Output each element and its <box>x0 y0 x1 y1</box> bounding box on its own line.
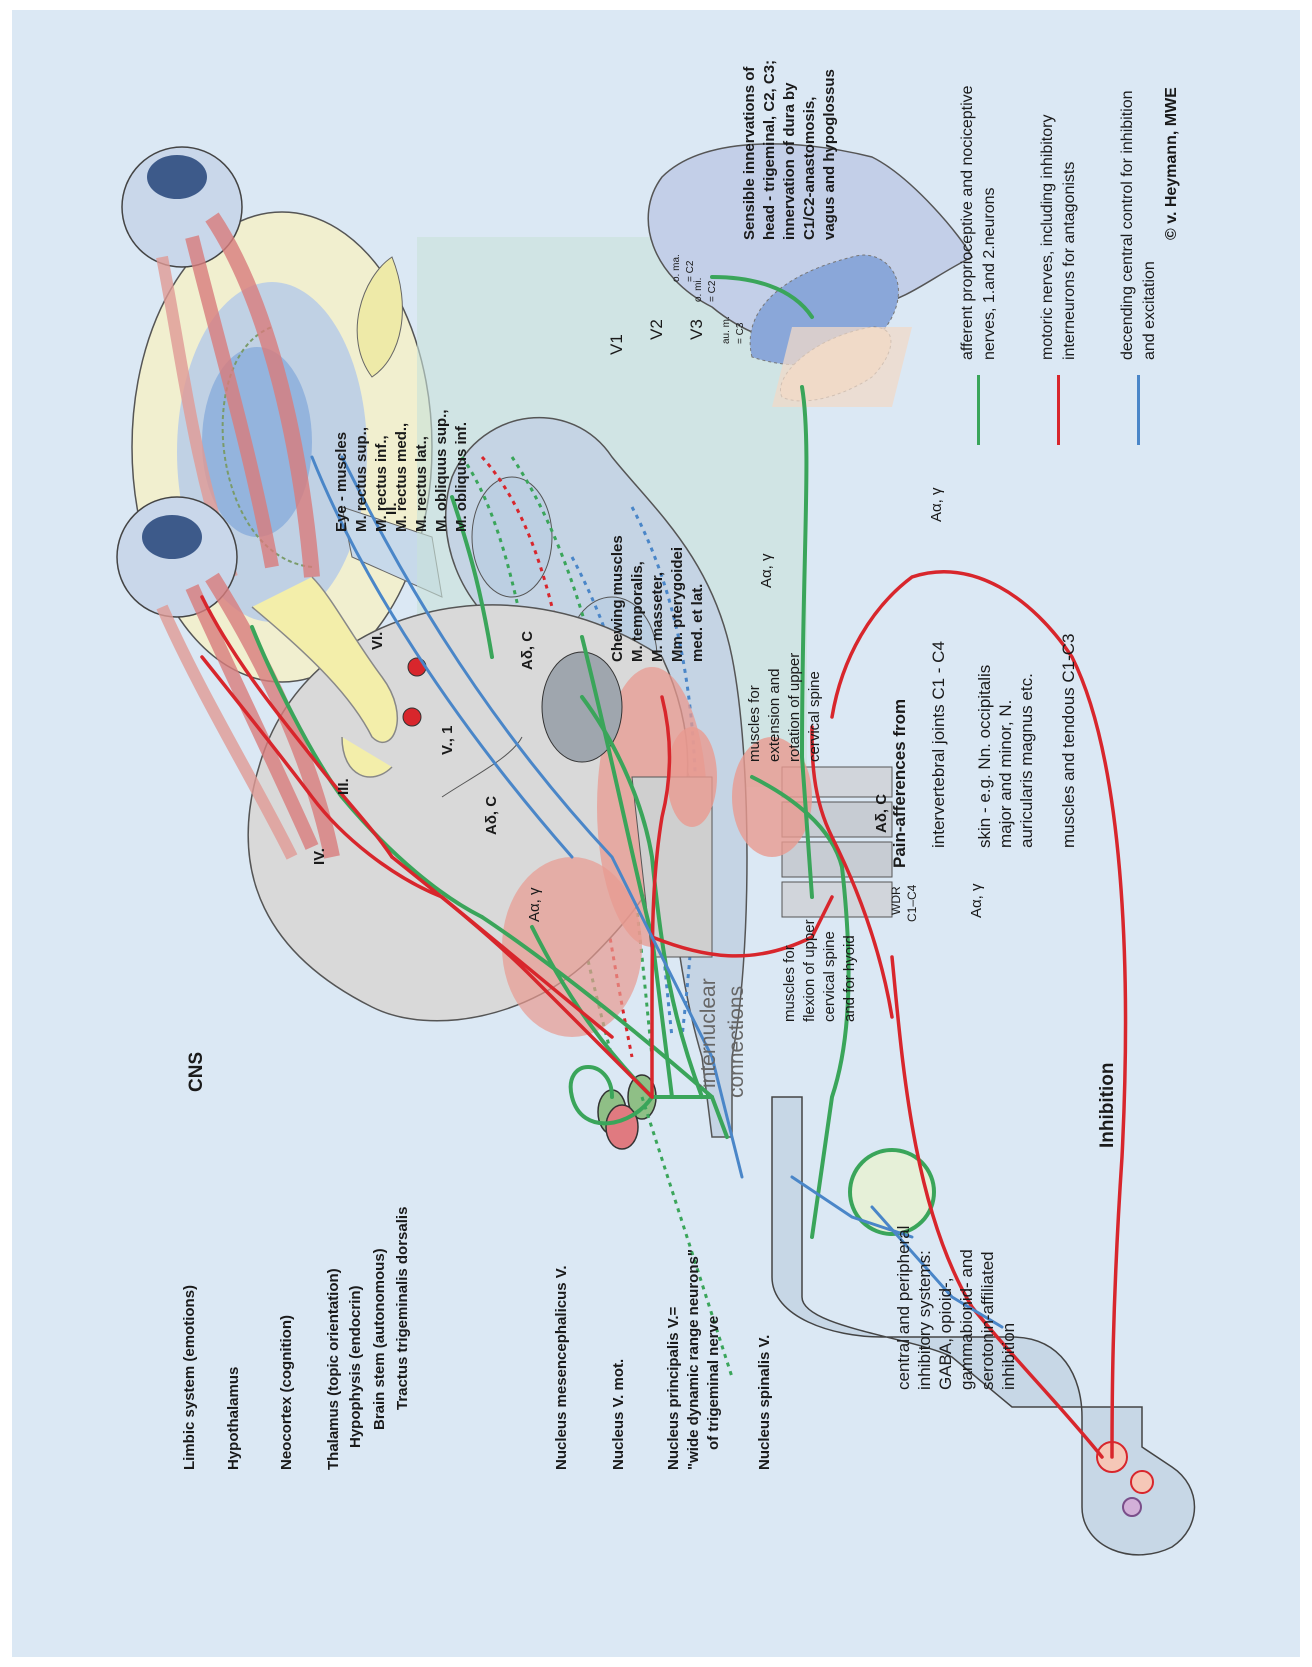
internuclear-line-1: internuclear <box>696 978 722 1088</box>
sensible-line-2: head - trigeminal, C2, C3; <box>760 60 780 240</box>
head-v2-label: V2 <box>647 319 667 340</box>
legend-swatch-afferent <box>977 375 980 445</box>
ag-label-1: Aα, γ <box>525 887 545 922</box>
hypophysis-label: Hypophysis (endocrin) <box>346 1285 366 1448</box>
eye-muscles-line-5: M. rectus lat., <box>412 436 432 532</box>
vmot-label: Nucleus V. mot. <box>609 1359 629 1470</box>
eye-muscles-line-7: M. obliquus inf. <box>452 422 472 532</box>
flexion-line-2: flexion of upper <box>800 919 820 1022</box>
eye-muscles-line-1: Eye - muscles <box>332 432 352 532</box>
head-omi-1: o. mi. <box>692 278 705 302</box>
pain-item-2-line-1: skin - e.g. Nn. occipitalis <box>975 665 995 848</box>
ag-label-4: Aα, γ <box>967 883 987 918</box>
chewing-line-2: M. temporalis, <box>628 561 648 662</box>
extension-line-4: cervical spine <box>805 671 825 762</box>
ag-label-3: Aα, γ <box>927 487 947 522</box>
copyright-label: © v. Heymann, MWE <box>1162 87 1182 240</box>
head-v3-label: V3 <box>687 319 707 340</box>
wdr-line-2: C1–C4 <box>902 885 922 922</box>
head-aum-2: = C3 <box>734 323 747 344</box>
nerve-v1-label: V., 1 <box>438 726 458 755</box>
adc-label-1: Aδ, C <box>482 796 502 835</box>
cns-label: CNS <box>187 1052 207 1092</box>
hypothalamus-label: Hypothalamus <box>224 1367 244 1470</box>
nerve-iii-label: III. <box>334 778 354 795</box>
sensible-line-1: Sensible innervations of <box>740 67 760 240</box>
legend-control-line-2: and excitation <box>1140 261 1160 360</box>
flexion-line-4: and for hyoid <box>840 935 860 1022</box>
flexion-line-3: cervical spine <box>820 931 840 1022</box>
head-aum-1: au. m. <box>720 316 733 344</box>
head-oma-1: o. ma. <box>670 254 683 282</box>
pain-item-2-line-2: major and minor, N. <box>996 700 1016 848</box>
legend-control-line-1: decending central control for inhibition <box>1118 91 1138 361</box>
chewing-line-4: Mm. pterygoidei <box>668 547 688 662</box>
adc-label-3: Aδ, C <box>872 794 892 833</box>
pain-item-3: muscles and tendous C1-C3 <box>1059 633 1079 848</box>
pain-item-1: intervertebral joints C1 - C4 <box>929 641 949 848</box>
eye-muscles-line-3: M. rectus inf., <box>372 435 392 532</box>
inhibitory-line-4: gammabionid- and <box>957 1249 977 1390</box>
principalis-label-2: "wide dynamic range neurons" <box>684 1249 704 1470</box>
internuclear-line-2: connections <box>724 986 750 1098</box>
ag-label-2: Aα, γ <box>757 553 777 588</box>
extension-line-1: muscles for <box>745 685 765 762</box>
pain-item-2-line-3: auricularis magnus etc. <box>1017 673 1037 848</box>
nerve-vi-label: VI. <box>368 632 388 650</box>
inhibitory-line-5: serotonin-affiliated <box>978 1251 998 1390</box>
mesencephalicus-label: Nucleus mesencephalicus V. <box>552 1265 572 1470</box>
legend-swatch-control <box>1137 375 1140 445</box>
chewing-line-1: Chewing muscles <box>608 535 628 662</box>
adc-label-2: Aδ, C <box>518 631 538 670</box>
principalis-label-3: of trigeminal nerve <box>704 1316 724 1450</box>
legend-afferent-line-1: afferent proprioceptive and nociceptive <box>958 85 978 360</box>
head-omi-2: = C2 <box>706 281 719 302</box>
eye-muscles-line-2: M. rectus sup., <box>352 427 372 532</box>
inhibitory-line-6: inhibition <box>999 1323 1019 1390</box>
spinalis-label: Nucleus spinalis V. <box>755 1335 775 1470</box>
label-group-left: Limbic system (emotions) Hypothalamus Ne… <box>12 10 1300 1657</box>
principalis-label-1: Nucleus principalis V.= <box>664 1307 684 1470</box>
inhibitory-line-1: central and peripheral <box>894 1226 914 1390</box>
sensible-line-3: innervation of dura by <box>780 82 800 240</box>
legend-motor-line-1: motoric nerves, including inhibitory <box>1038 115 1058 360</box>
thalamus-label: Thalamus (topic orientation) <box>324 1268 344 1470</box>
sensible-line-5: vagus and hypoglossus <box>820 69 840 240</box>
limbic-label: Limbic system (emotions) <box>180 1285 200 1470</box>
eye-muscles-line-6: M. obliquus sup., <box>432 410 452 533</box>
flexion-line-1: muscles for <box>780 945 800 1022</box>
extension-line-3: rotation of upper <box>785 653 805 762</box>
inhibitory-line-3: GABA, opioid-, <box>936 1278 956 1390</box>
legend-afferent-line-2: nerves, 1.and 2.neurons <box>980 187 1000 360</box>
extension-line-2: extension and <box>765 669 785 762</box>
head-v1-label: V1 <box>607 334 627 355</box>
legend-swatch-motor <box>1057 375 1060 445</box>
chewing-line-5: med. et lat. <box>688 584 708 662</box>
pain-title: Pain-afferences from <box>890 699 910 868</box>
neocortex-label: Neocortex (cognition) <box>277 1315 297 1470</box>
nerve-iv-label: IV. <box>310 848 330 865</box>
inhibitory-line-2: inhibitory systems: <box>915 1250 935 1390</box>
legend-motor-line-2: interneurons for antagonists <box>1060 162 1080 360</box>
sensible-line-4: C1/C2-anastomosis, <box>800 97 820 240</box>
chewing-line-3: M. masseter, <box>648 572 668 662</box>
brainstem-label: Brain stem (autonomous) <box>370 1248 390 1430</box>
eye-muscles-line-4: M. rectus med., <box>392 423 412 532</box>
inhibition-label: Inhibition <box>1098 1063 1118 1148</box>
tractus-label: Tractus trigeminalis dorsalis <box>393 1207 413 1410</box>
